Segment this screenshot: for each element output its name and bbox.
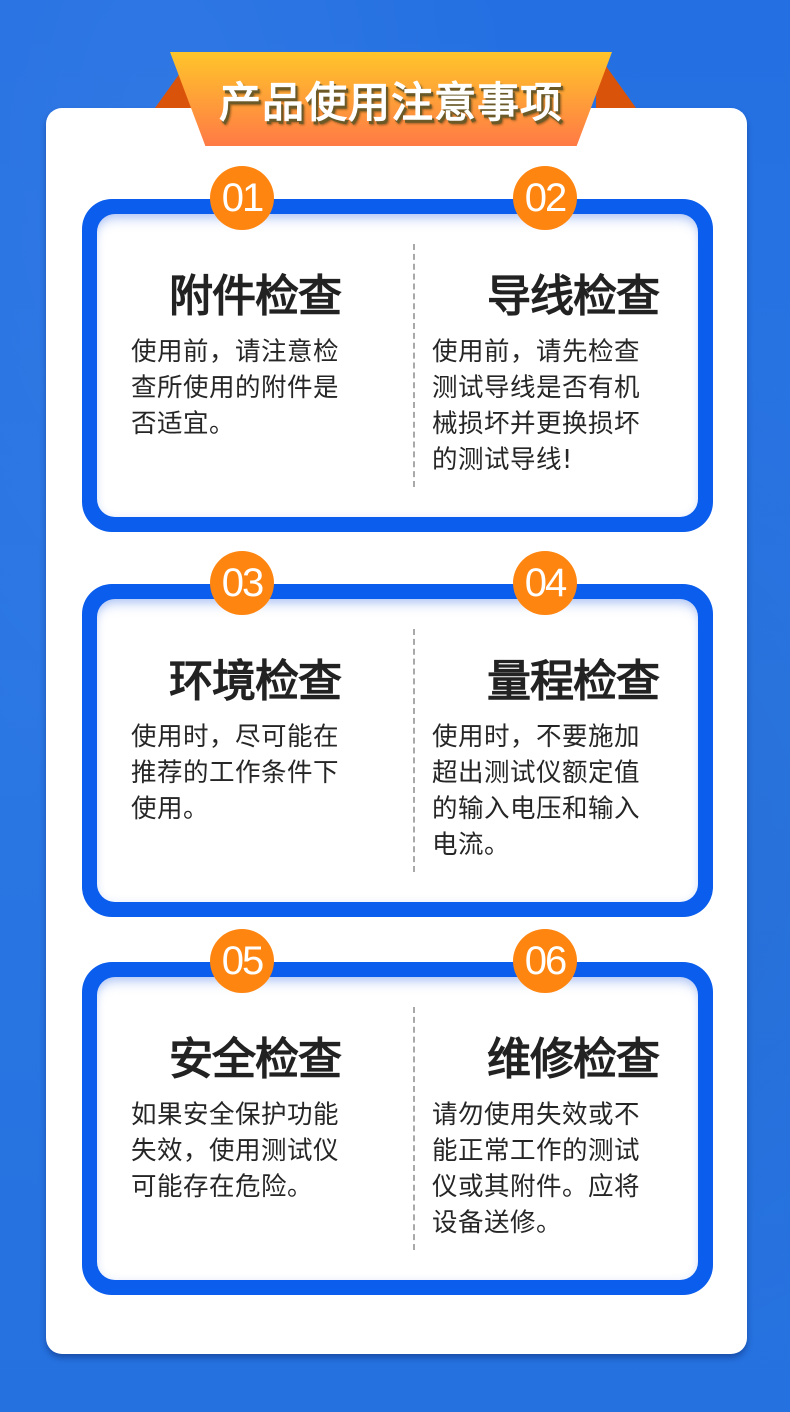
page-title: 产品使用注意事项	[218, 77, 563, 127]
item-description: 使用时，尽可能在 推荐的工作条件下 使用。	[131, 719, 371, 827]
text-line: 能正常工作的测试	[432, 1136, 641, 1166]
item-title: 维修检查	[487, 1034, 660, 1085]
text-line: 电流。	[432, 830, 511, 860]
text-line: 使用前，请注意检	[131, 337, 340, 367]
text-line: 使用。	[131, 794, 210, 824]
item-title: 附件检查	[169, 271, 342, 322]
text-line: 如果安全保护功能	[131, 1100, 340, 1130]
item-description: 请勿使用失效或不 能正常工作的测试 仪或其附件。应将 设备送修。	[432, 1097, 672, 1241]
item-description: 使用前，请先检查 测试导线是否有机 械损坏并更换损坏 的测试导线!	[432, 334, 672, 478]
notice-card-3: 05 06 安全检查 如果安全保护功能 失效，使用测试仪 可能存在危险。 维修检…	[82, 929, 713, 1295]
text-line: 使用时，不要施加	[432, 722, 641, 752]
text-line: 请勿使用失效或不	[432, 1100, 641, 1130]
text-line: 可能存在危险。	[131, 1172, 314, 1202]
text-line: 的测试导线!	[432, 445, 573, 475]
card-inner: 05 06 安全检查 如果安全保护功能 失效，使用测试仪 可能存在危险。 维修检…	[97, 929, 698, 1280]
item-title: 导线检查	[487, 271, 660, 322]
text-line: 超出测试仪额定值	[432, 758, 641, 788]
text-line: 使用时，尽可能在	[131, 722, 340, 752]
number-badge: 06	[513, 929, 577, 993]
card-inner: 03 04 环境检查 使用时，尽可能在 推荐的工作条件下 使用。 量程检查 使用…	[97, 551, 698, 902]
item-title: 环境检查	[169, 656, 342, 707]
text-line: 测试导线是否有机	[432, 373, 641, 403]
text-line: 设备送修。	[432, 1208, 563, 1238]
text-line: 械损坏并更换损坏	[432, 409, 641, 439]
text-line: 使用前，请先检查	[432, 337, 641, 367]
number-badge: 03	[210, 551, 274, 615]
number-badge: 05	[210, 929, 274, 993]
item-description: 如果安全保护功能 失效，使用测试仪 可能存在危险。	[131, 1097, 371, 1205]
number-badge: 04	[513, 551, 577, 615]
text-line: 的输入电压和输入	[432, 794, 641, 824]
text-line: 失效，使用测试仪	[131, 1136, 340, 1166]
item-description: 使用前，请注意检 查所使用的附件是 否适宜。	[131, 334, 371, 442]
dashed-divider	[413, 244, 415, 487]
item-title: 安全检查	[169, 1034, 342, 1085]
text-line: 仪或其附件。应将	[432, 1172, 641, 1202]
number-badge: 01	[210, 166, 274, 230]
notice-card-1: 01 02 附件检查 使用前，请注意检 查所使用的附件是 否适宜。 导线检查 使…	[82, 166, 713, 532]
text-line: 查所使用的附件是	[131, 373, 340, 403]
dashed-divider	[413, 629, 415, 872]
item-description: 使用时，不要施加 超出测试仪额定值 的输入电压和输入 电流。	[432, 719, 672, 863]
text-line: 推荐的工作条件下	[131, 758, 340, 788]
item-title: 量程检查	[487, 656, 660, 707]
dashed-divider	[413, 1007, 415, 1250]
notice-card-2: 03 04 环境检查 使用时，尽可能在 推荐的工作条件下 使用。 量程检查 使用…	[82, 551, 713, 917]
card-inner: 01 02 附件检查 使用前，请注意检 查所使用的附件是 否适宜。 导线检查 使…	[97, 166, 698, 517]
text-line: 否适宜。	[131, 409, 236, 439]
number-badge: 02	[513, 166, 577, 230]
title-ribbon	[170, 52, 612, 146]
